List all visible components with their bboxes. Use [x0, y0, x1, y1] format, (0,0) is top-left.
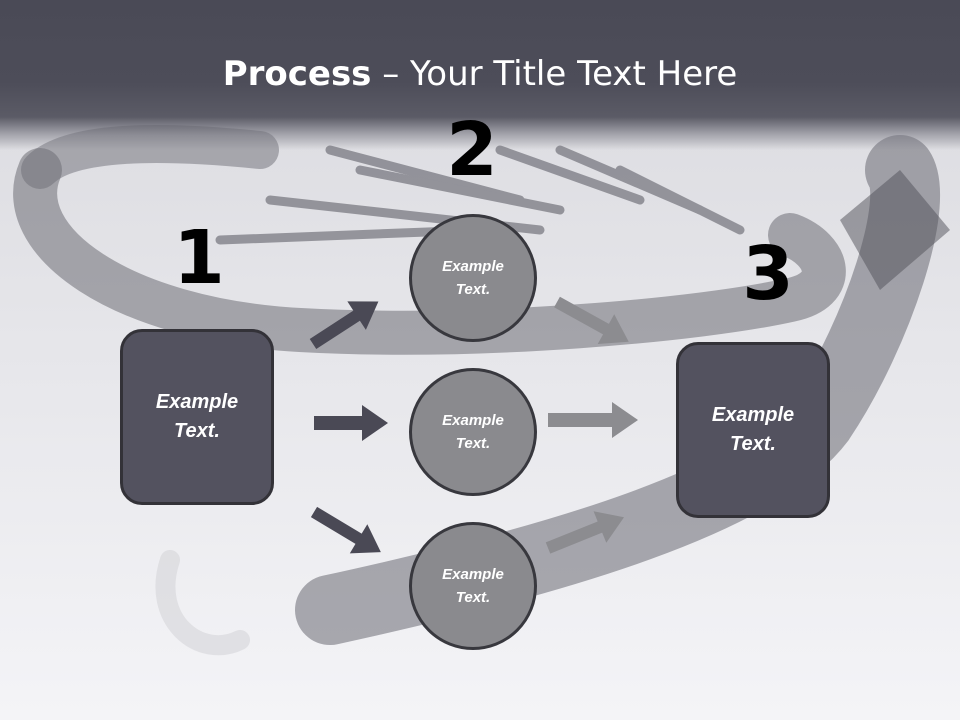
step-2-circle-middle: Example Text.: [409, 368, 537, 496]
step-2-text-middle: Example Text.: [442, 412, 504, 452]
step-number-2: 2: [446, 107, 498, 193]
title-banner: [0, 0, 960, 150]
step-2-circle-top: Example Text.: [409, 214, 537, 342]
step-number-3: 3: [742, 231, 794, 317]
step-3-text: Example Text.: [711, 404, 795, 455]
arrow-top-to-3: [554, 296, 629, 345]
arrow-mid-to-3: [548, 402, 638, 438]
step-1-text: Example Text.: [155, 391, 239, 442]
step-2-text-top: Example Text.: [442, 258, 504, 298]
arrow-1-to-mid: [314, 405, 388, 441]
step-number-1: 1: [173, 215, 225, 301]
arrow-bot-to-3: [545, 511, 625, 554]
step-2-circle-bottom: Example Text.: [409, 522, 537, 650]
arrow-1-to-bot: [310, 506, 381, 554]
step-3-box: Example Text.: [676, 342, 830, 518]
slide-title: Process – Your Title Text Here: [0, 52, 960, 96]
step-1-box: Example Text.: [120, 329, 274, 505]
step-2-text-bottom: Example Text.: [442, 566, 504, 606]
title-bold: Process: [222, 54, 372, 94]
title-rest: – Your Title Text Here: [371, 54, 738, 94]
arrow-1-to-top: [309, 301, 379, 350]
